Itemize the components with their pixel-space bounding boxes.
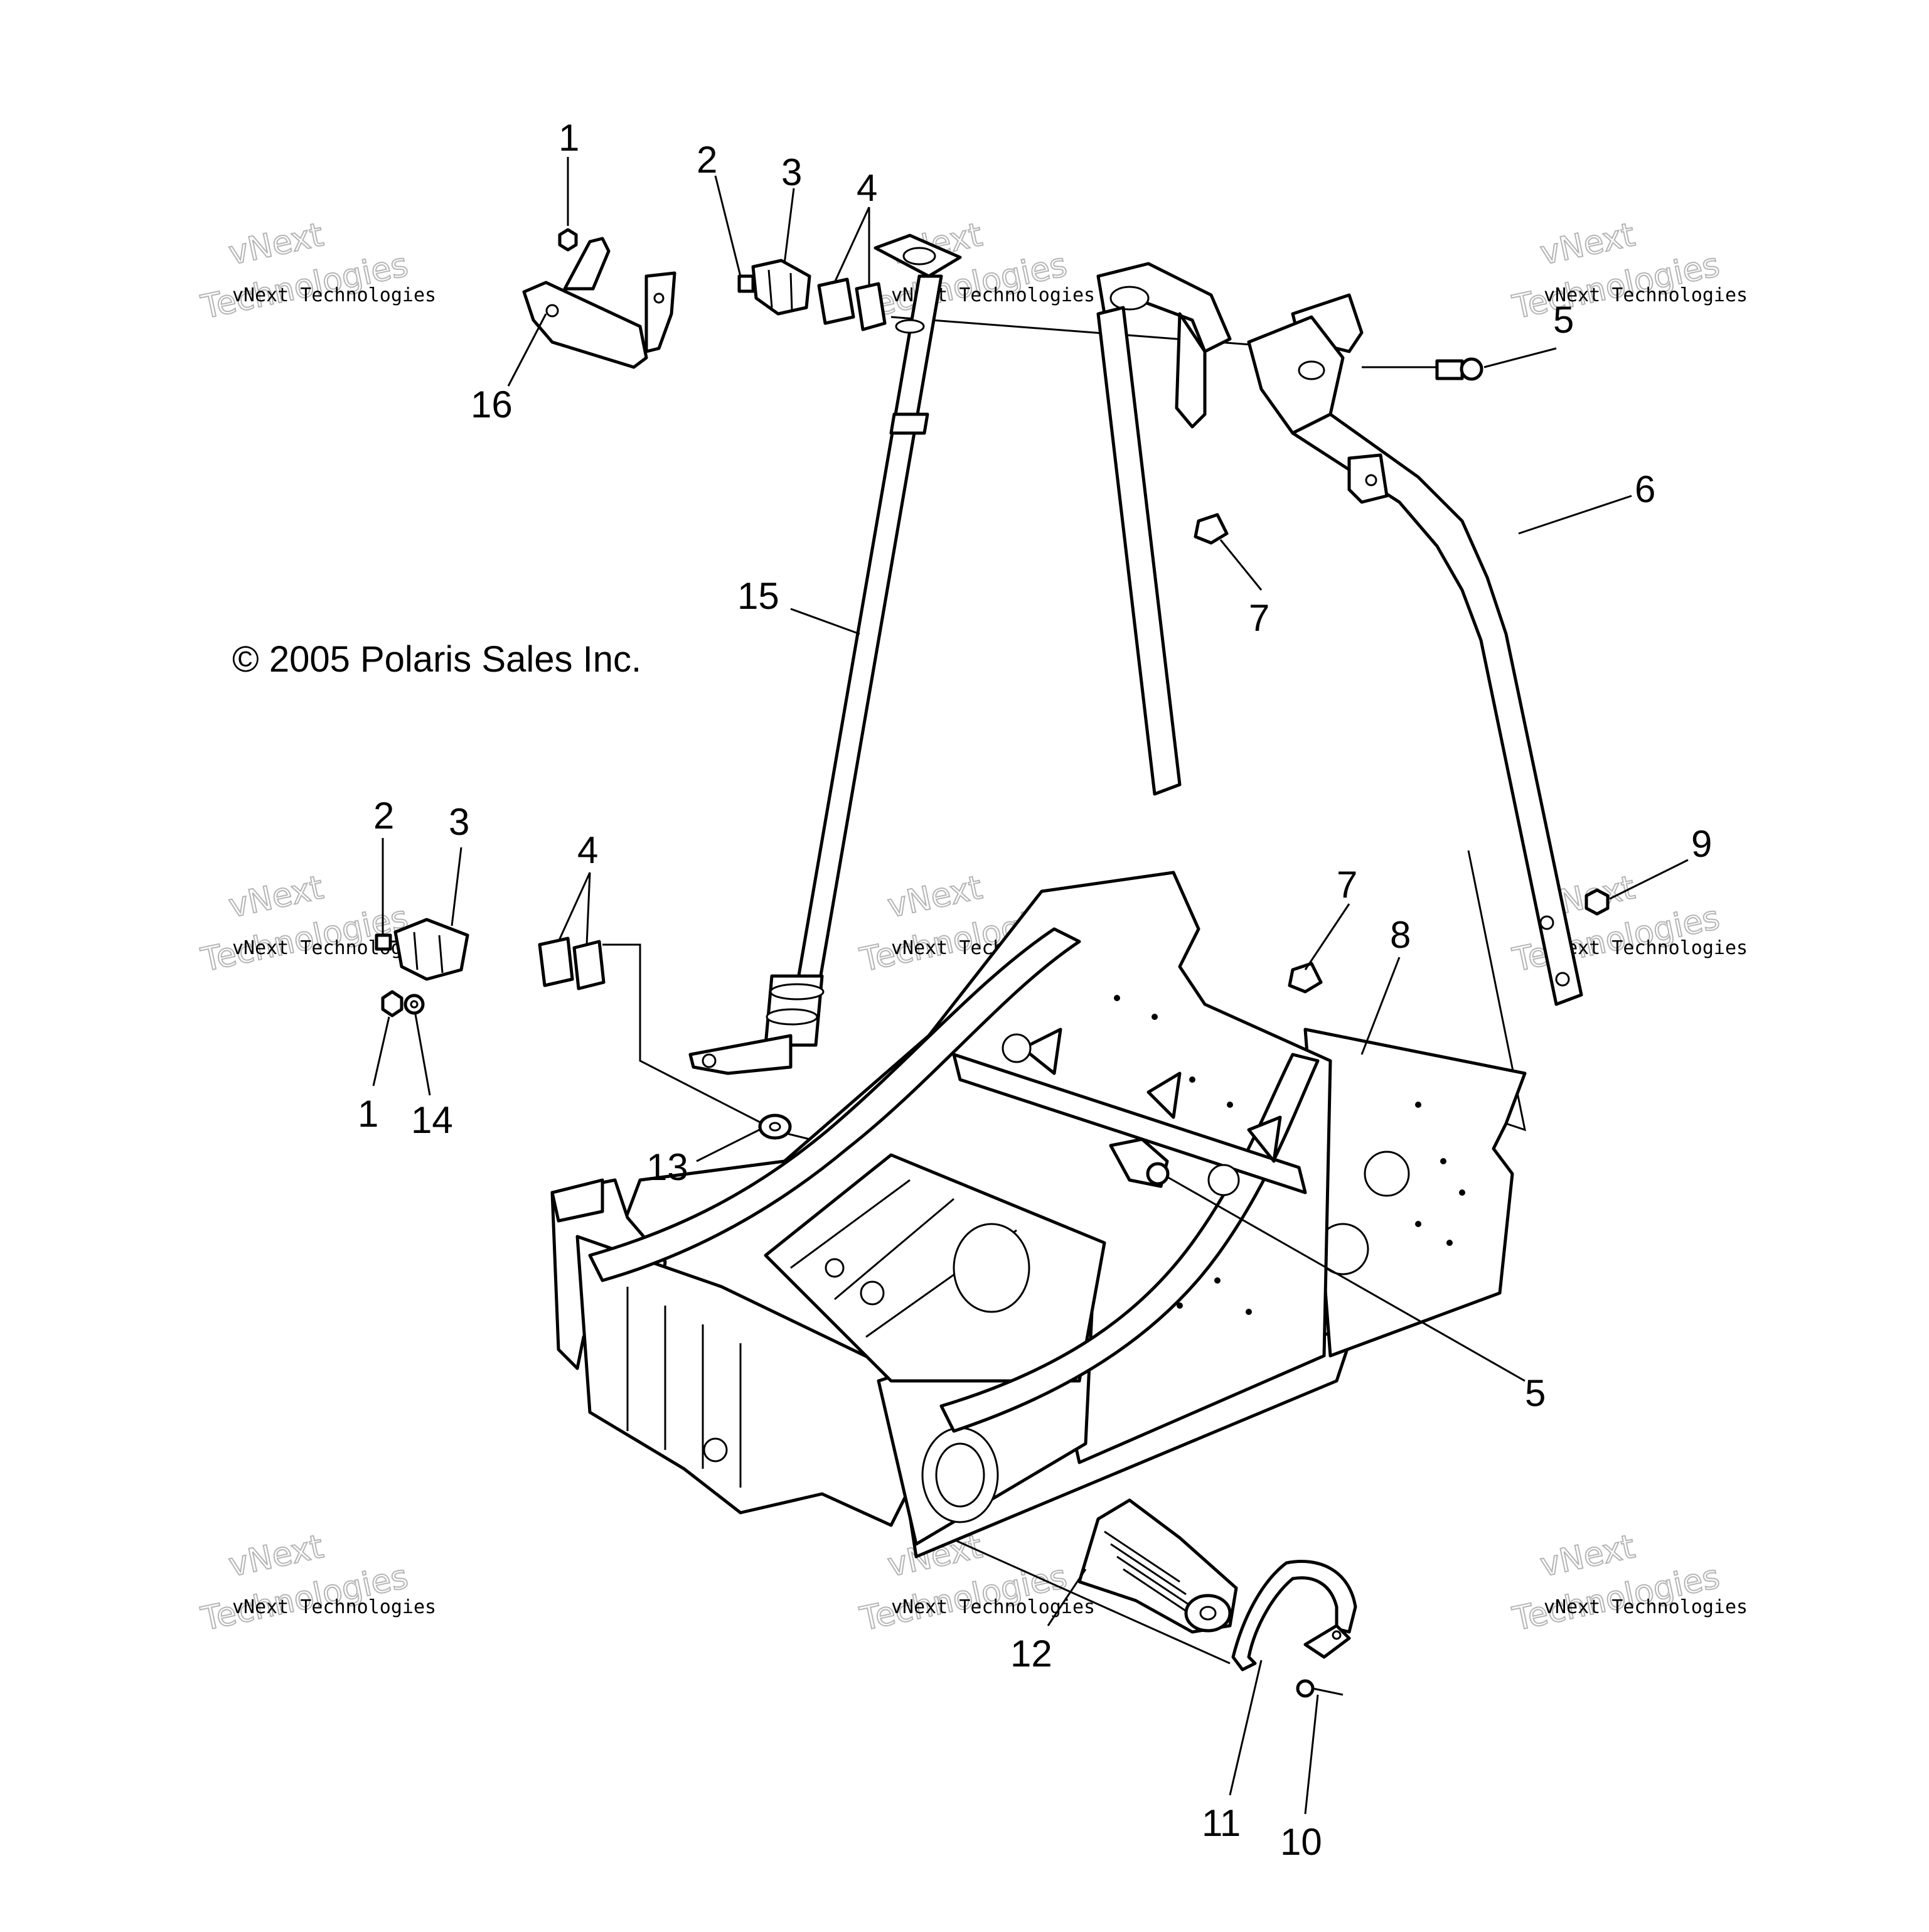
callout-1-top: 1	[558, 117, 579, 159]
callout-12: 12	[1010, 1633, 1052, 1675]
callout-7-top: 7	[1249, 597, 1269, 639]
bolt-5-top	[1435, 357, 1483, 381]
nut-9	[1584, 888, 1610, 916]
watermark-text: vNext Technologies	[232, 284, 436, 306]
callout-15: 15	[737, 575, 779, 617]
callout-5-top: 5	[1553, 299, 1574, 341]
steering-support-6	[1096, 262, 1583, 1006]
callout-1-mid: 1	[358, 1093, 378, 1135]
callout-3-mid: 3	[449, 801, 469, 843]
svg-text:vNext: vNext	[1537, 216, 1638, 272]
callout-5-bottom: 5	[1525, 1372, 1546, 1414]
watermark-text: vNext Technologies	[1544, 284, 1748, 306]
clip-7-top	[1194, 513, 1229, 545]
watermark-top-right: vNext Technologies	[1509, 215, 1723, 327]
mounting-bracket-16	[522, 237, 676, 369]
chassis-bulkhead	[550, 871, 1527, 1559]
retainer-11	[1231, 1560, 1357, 1672]
watermark-text: vNext Technologies	[232, 1596, 436, 1618]
watermark-bottom-left: vNext Technologies	[197, 1527, 412, 1639]
callout-10: 10	[1280, 1821, 1322, 1863]
svg-text:vNext: vNext	[1537, 1528, 1638, 1584]
callout-7-mid: 7	[1337, 864, 1357, 906]
svg-text:vNext: vNext	[225, 216, 326, 272]
callout-8: 8	[1390, 914, 1411, 956]
nut-1-mid	[381, 990, 403, 1017]
watermark-top-left: vNext Technologies	[197, 215, 412, 327]
screw-10	[1296, 1679, 1344, 1698]
leader-lines	[372, 157, 1689, 1815]
callout-16: 16	[471, 384, 513, 426]
nut-1-top	[558, 228, 578, 252]
callout-4-mid: 4	[577, 829, 598, 871]
clamp-3-mid	[393, 918, 469, 981]
callout-4-top: 4	[857, 167, 877, 209]
bushing-4-top	[817, 277, 887, 331]
steering-post-15	[688, 233, 962, 1075]
svg-text:vNext: vNext	[225, 869, 326, 925]
steering-boot-12	[1077, 1498, 1238, 1634]
bushing-4-mid	[538, 936, 606, 990]
callout-14: 14	[411, 1099, 453, 1141]
callout-6: 6	[1635, 468, 1655, 510]
callout-9: 9	[1691, 823, 1712, 865]
clamp-3-top	[751, 259, 811, 316]
watermark-text: vNext Technologies	[1544, 1596, 1748, 1618]
copyright-notice: © 2005 Polaris Sales Inc.	[232, 639, 641, 680]
svg-text:vNext: vNext	[225, 1528, 326, 1584]
callout-2-mid: 2	[373, 795, 394, 837]
watermark-text: vNext Technologies	[1544, 937, 1748, 959]
svg-text:vNext: vNext	[884, 869, 985, 925]
watermark-bottom-right: vNext Technologies	[1509, 1527, 1723, 1639]
watermark-mid-left: vNext Technologies	[197, 868, 412, 980]
clip-7-mid	[1288, 962, 1323, 994]
washer-13	[758, 1114, 792, 1140]
callout-11: 11	[1202, 1802, 1241, 1844]
callout-2-top: 2	[697, 139, 717, 181]
washer-14	[403, 994, 425, 1015]
callout-3-top: 3	[781, 151, 802, 193]
callout-13: 13	[646, 1146, 688, 1188]
